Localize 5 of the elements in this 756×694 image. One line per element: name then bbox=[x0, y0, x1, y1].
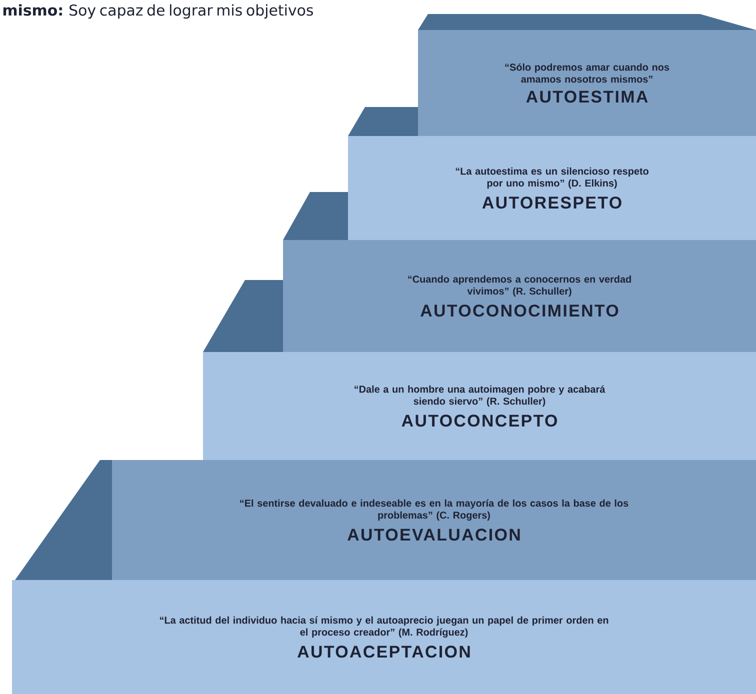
note-text: mismo: Soy capaz de lograr mis objetivos bbox=[3, 4, 313, 19]
step-box: “La actitud del individuo hacia sí mismo y el autoaprecio juegan un papel de primer orden en el proceso creador” (M. Rodríguez) AUTOACEPTACION bbox=[12, 580, 756, 694]
step-box: “Sólo podremos amar cuando nos amamos nosotros mismos” AUTOESTIMA bbox=[418, 14, 756, 136]
step-box: “La autoestima es un silencioso respeto por uno mismo” (D. Elkins) AUTORESPETO bbox=[348, 107, 756, 240]
step-box: “El sentirse devaluado e indeseable es en la mayoría de los casos la base de los problemas” (C. Rogers) AUTOEVALUACION bbox=[15, 460, 756, 580]
